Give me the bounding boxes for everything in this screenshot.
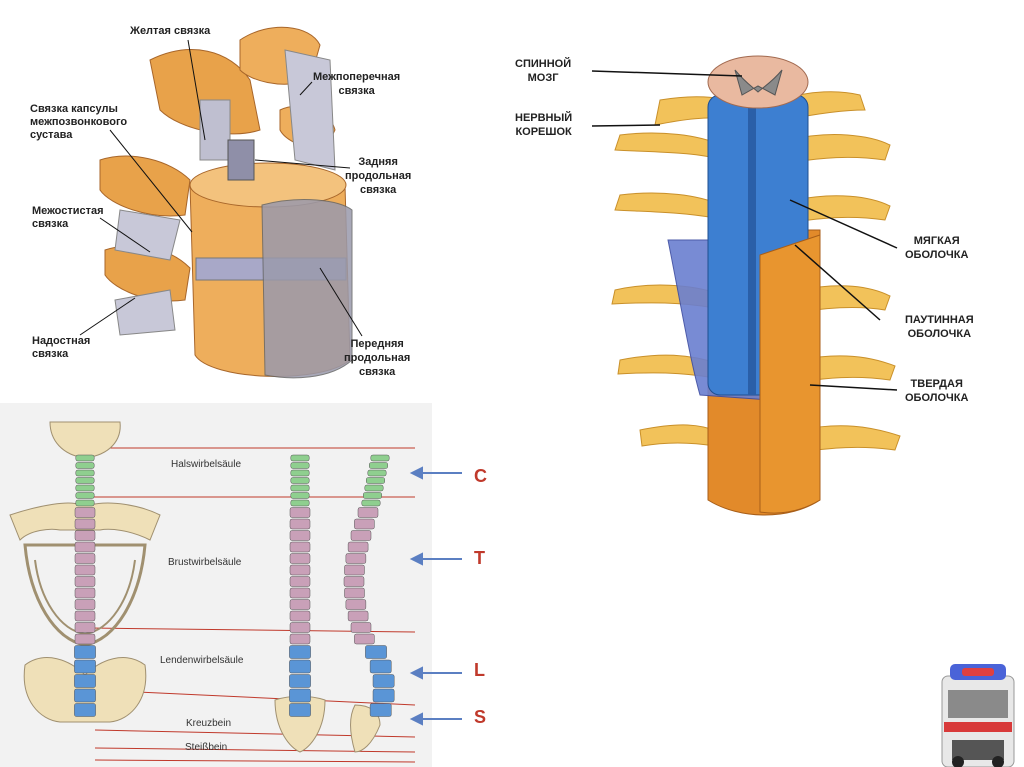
front-spine-vertebra xyxy=(289,703,311,717)
side-spine-vertebra xyxy=(369,703,392,717)
skeleton-spine-vertebra xyxy=(75,484,95,492)
side-spine-vertebra xyxy=(370,454,390,462)
side-spine-vertebra xyxy=(369,659,392,674)
skeleton-spine-vertebra xyxy=(75,477,95,484)
label-cervical-section: Halswirbelsäule xyxy=(171,459,242,470)
front-spine-vertebra xyxy=(290,454,310,462)
front-spine-vertebra xyxy=(289,553,311,564)
skeleton-spine-vertebra xyxy=(74,587,96,599)
side-spine-vertebra xyxy=(347,610,369,622)
label-arachnoid-mater: ПАУТИННАЯ ОБОЛОЧКА xyxy=(905,314,974,340)
ambulance-icon xyxy=(941,664,1015,767)
skeleton-spine-vertebra xyxy=(74,576,96,587)
side-spine-vertebra xyxy=(366,477,385,484)
side-spine-vertebra xyxy=(361,499,381,507)
front-spine-vertebra xyxy=(290,499,310,507)
skeleton-spine-vertebra xyxy=(74,541,96,553)
side-spine-vertebra xyxy=(350,530,372,541)
label-capsule-ligament: Связка капсулы межпозвонкового сустава xyxy=(30,103,128,141)
side-spine-vertebra xyxy=(354,518,375,530)
front-spine-vertebra xyxy=(289,530,311,541)
front-spine-vertebra xyxy=(289,674,311,688)
marker-l: L xyxy=(474,660,485,680)
side-spine-vertebra xyxy=(367,469,387,477)
side-spine-vertebra xyxy=(343,576,365,587)
skeleton-spine-vertebra xyxy=(75,469,95,477)
front-spine-vertebra xyxy=(290,477,310,484)
side-spine-vertebra xyxy=(364,484,384,492)
front-spine-vertebra xyxy=(290,462,310,469)
vertebra-illustration xyxy=(79,26,363,379)
label-thoracic-section: Brustwirbelsäule xyxy=(168,557,242,568)
skeleton-spine-vertebra xyxy=(74,645,96,659)
label-pia-mater: МЯГКАЯ ОБОЛОЧКА xyxy=(905,235,969,261)
skeleton-spine-vertebra xyxy=(74,659,96,674)
skeleton-spine-vertebra xyxy=(74,553,96,564)
label-nerve-root: НЕРВНЫЙ КОРЕШОК xyxy=(515,112,573,138)
side-spine-vertebra xyxy=(357,507,379,518)
side-spine-vertebra xyxy=(344,564,365,576)
skeleton-spine-vertebra xyxy=(75,462,95,469)
label-interspinous-ligament: Межостистая связка xyxy=(32,205,104,230)
label-intertransverse-ligament: Межпоперечная связка xyxy=(313,71,401,97)
side-spine-vertebra xyxy=(350,622,372,633)
label-coccyx-section: Steißbein xyxy=(185,742,228,753)
front-spine-vertebra xyxy=(290,492,310,499)
side-spine-vertebra xyxy=(365,645,387,659)
front-spine-vertebra xyxy=(289,688,311,703)
skeleton-spine-vertebra xyxy=(74,610,96,622)
spinal-cord-illustration xyxy=(591,55,901,516)
marker-s: S xyxy=(474,707,487,727)
side-spine-vertebra xyxy=(369,462,388,469)
skeleton-spine-vertebra xyxy=(75,454,95,462)
label-yellow-ligament: Желтая связка xyxy=(130,25,211,37)
skeleton-spine-vertebra xyxy=(75,499,95,507)
skeleton-spine-vertebra xyxy=(74,518,96,530)
front-spine-vertebra xyxy=(290,469,310,477)
front-spine-vertebra xyxy=(289,576,311,587)
front-spine-vertebra xyxy=(289,587,311,599)
label-spinal-cord: СПИННОЙ МОЗГ xyxy=(515,58,572,84)
side-spine-vertebra xyxy=(344,587,365,599)
label-anterior-longitudinal-ligament: Передняя продольная связка xyxy=(344,338,411,378)
front-spine-vertebra xyxy=(289,633,311,645)
side-spine-vertebra xyxy=(347,541,369,553)
skeleton-spine-vertebra xyxy=(74,599,96,610)
side-spine-vertebra xyxy=(363,492,382,499)
front-spine-vertebra xyxy=(289,645,311,659)
side-spine-vertebra xyxy=(345,553,367,564)
marker-c: C xyxy=(474,466,487,486)
label-sacrum-section: Kreuzbein xyxy=(186,718,232,729)
front-spine-vertebra xyxy=(289,659,311,674)
skeleton-spine-vertebra xyxy=(74,622,96,633)
front-spine-vertebra xyxy=(289,622,311,633)
front-spine-vertebra xyxy=(289,610,311,622)
front-spine-vertebra xyxy=(289,541,311,553)
skeleton-spine-vertebra xyxy=(74,507,96,518)
side-spine-vertebra xyxy=(354,633,375,645)
label-posterior-longitudinal-ligament: Задняя продольная связка xyxy=(345,156,412,196)
label-lumbar-section: Lendenwirbelsäule xyxy=(160,655,244,666)
skeleton-spine-vertebra xyxy=(74,633,96,645)
front-spine-vertebra xyxy=(289,564,311,576)
label-supraspinous-ligament: Надостная связка xyxy=(32,335,91,360)
skeleton-spine-vertebra xyxy=(74,688,96,703)
spine-regions-illustration xyxy=(0,403,462,767)
side-spine-vertebra xyxy=(372,674,395,688)
front-spine-vertebra xyxy=(289,599,311,610)
side-spine-vertebra xyxy=(372,688,395,703)
side-spine-vertebra xyxy=(345,599,367,610)
label-dura-mater: ТВЕРДАЯ ОБОЛОЧКА xyxy=(905,378,969,404)
front-spine-vertebra xyxy=(290,484,310,492)
front-spine-vertebra xyxy=(289,507,311,518)
skeleton-spine-vertebra xyxy=(74,674,96,688)
front-spine-vertebra xyxy=(289,518,311,530)
marker-t: T xyxy=(474,548,485,568)
skeleton-spine-vertebra xyxy=(75,492,95,499)
skeleton-spine-vertebra xyxy=(74,703,96,717)
skeleton-spine-vertebra xyxy=(74,564,96,576)
skeleton-spine-vertebra xyxy=(74,530,96,541)
